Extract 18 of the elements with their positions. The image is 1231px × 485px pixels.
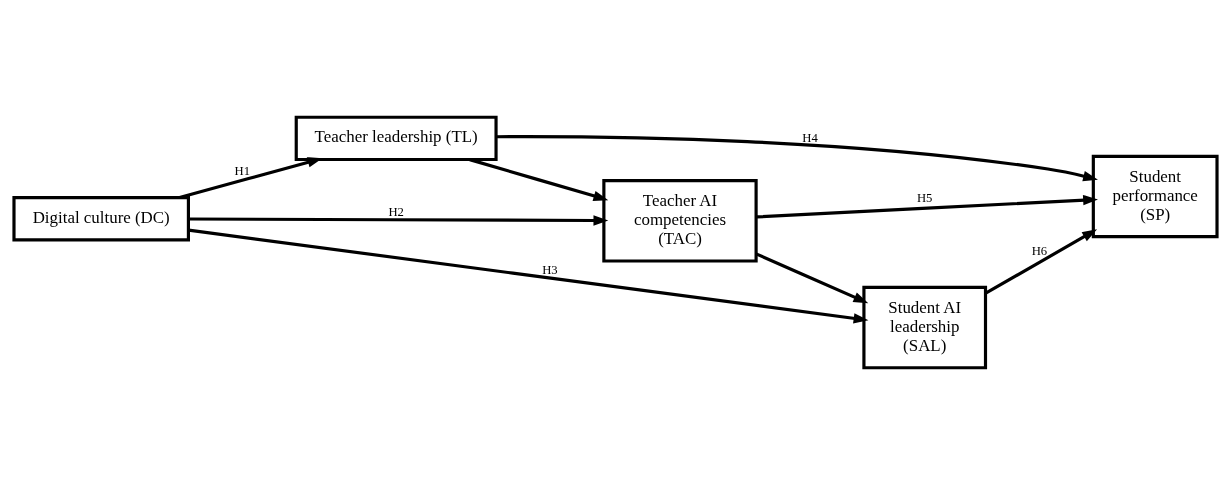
arrow [188, 215, 609, 226]
node-box: Digital culture (DC) [12, 196, 190, 242]
arrow [984, 229, 1098, 295]
node-box: Teacher leadership (TL) [294, 115, 498, 162]
edge-label: H6 [1031, 244, 1048, 259]
arrow [756, 195, 1098, 219]
edge-label: H3 [542, 263, 558, 278]
node-box: Student performance (SP) [1091, 154, 1219, 239]
arrow [469, 158, 609, 201]
node-box: Student AI leadership (SAL) [862, 285, 988, 370]
edge-label: H1 [234, 163, 251, 178]
edge-label: H2 [388, 205, 404, 220]
edge-label: H5 [916, 191, 933, 206]
edge-label: H4 [802, 131, 818, 146]
node-box: Teacher AI competencies (TAC) [602, 179, 758, 263]
arrow [188, 228, 869, 324]
arrow [496, 135, 1098, 182]
arrow [755, 252, 869, 304]
